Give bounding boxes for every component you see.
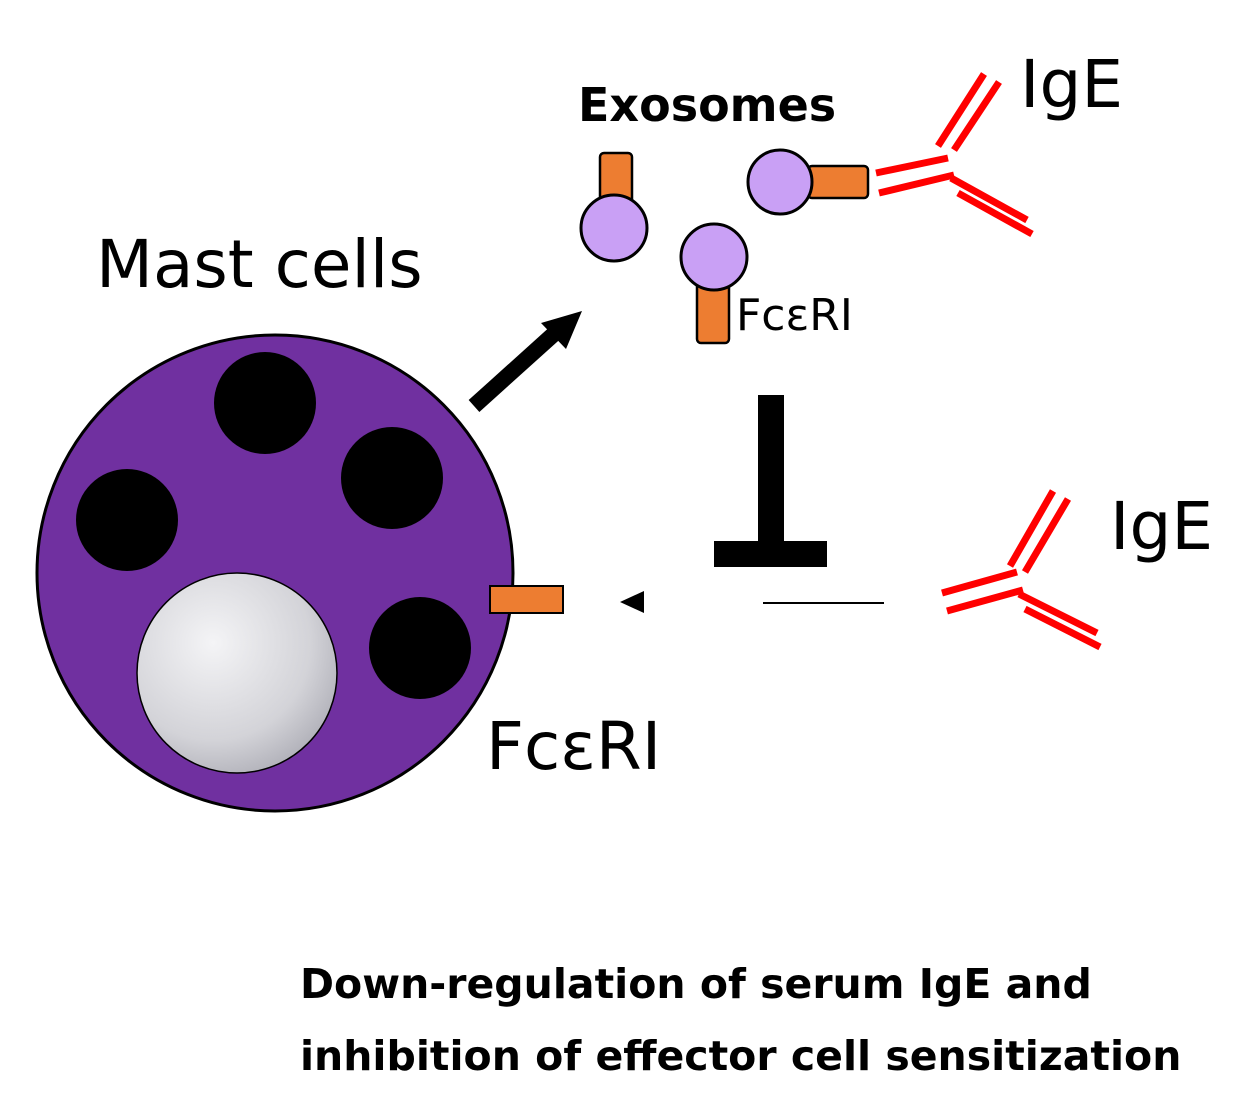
- mast-cells-label: Mast cells: [96, 226, 423, 303]
- exosome-3: [746, 148, 870, 216]
- granule: [369, 597, 471, 699]
- fceri-label-exosome: FcεRI: [736, 290, 853, 341]
- exosomes-label: Exosomes: [578, 78, 837, 132]
- fceri-label-cell: FcεRI: [486, 708, 662, 785]
- caption-line-1: Down-regulation of serum IgE and: [300, 960, 1092, 1008]
- ige-antibody-free: [941, 489, 1102, 651]
- exosome-1: [579, 151, 649, 263]
- exosome-2: [679, 222, 749, 345]
- binding-arrow: [620, 591, 884, 613]
- ige-label-right: IgE: [1110, 488, 1214, 565]
- inhibition-symbol: [714, 395, 827, 567]
- nucleus: [136, 572, 338, 774]
- granule: [214, 352, 316, 454]
- exosome-vesicle: [579, 193, 649, 263]
- granule: [76, 469, 178, 571]
- exosome-vesicle: [679, 222, 749, 292]
- exosome-vesicle: [746, 148, 814, 216]
- granule: [341, 427, 443, 529]
- mast-cell: [35, 333, 515, 813]
- fceri-receptor-cell: [489, 585, 564, 614]
- caption-line-2: inhibition of effector cell sensitizatio…: [300, 1032, 1182, 1080]
- caption: Down-regulation of serum IgE and inhibit…: [300, 948, 1181, 1092]
- fceri-receptor: [806, 164, 870, 200]
- ige-label-top: IgE: [1020, 46, 1124, 123]
- release-arrow: [468, 311, 582, 412]
- ige-antibody-bound: [875, 72, 1034, 238]
